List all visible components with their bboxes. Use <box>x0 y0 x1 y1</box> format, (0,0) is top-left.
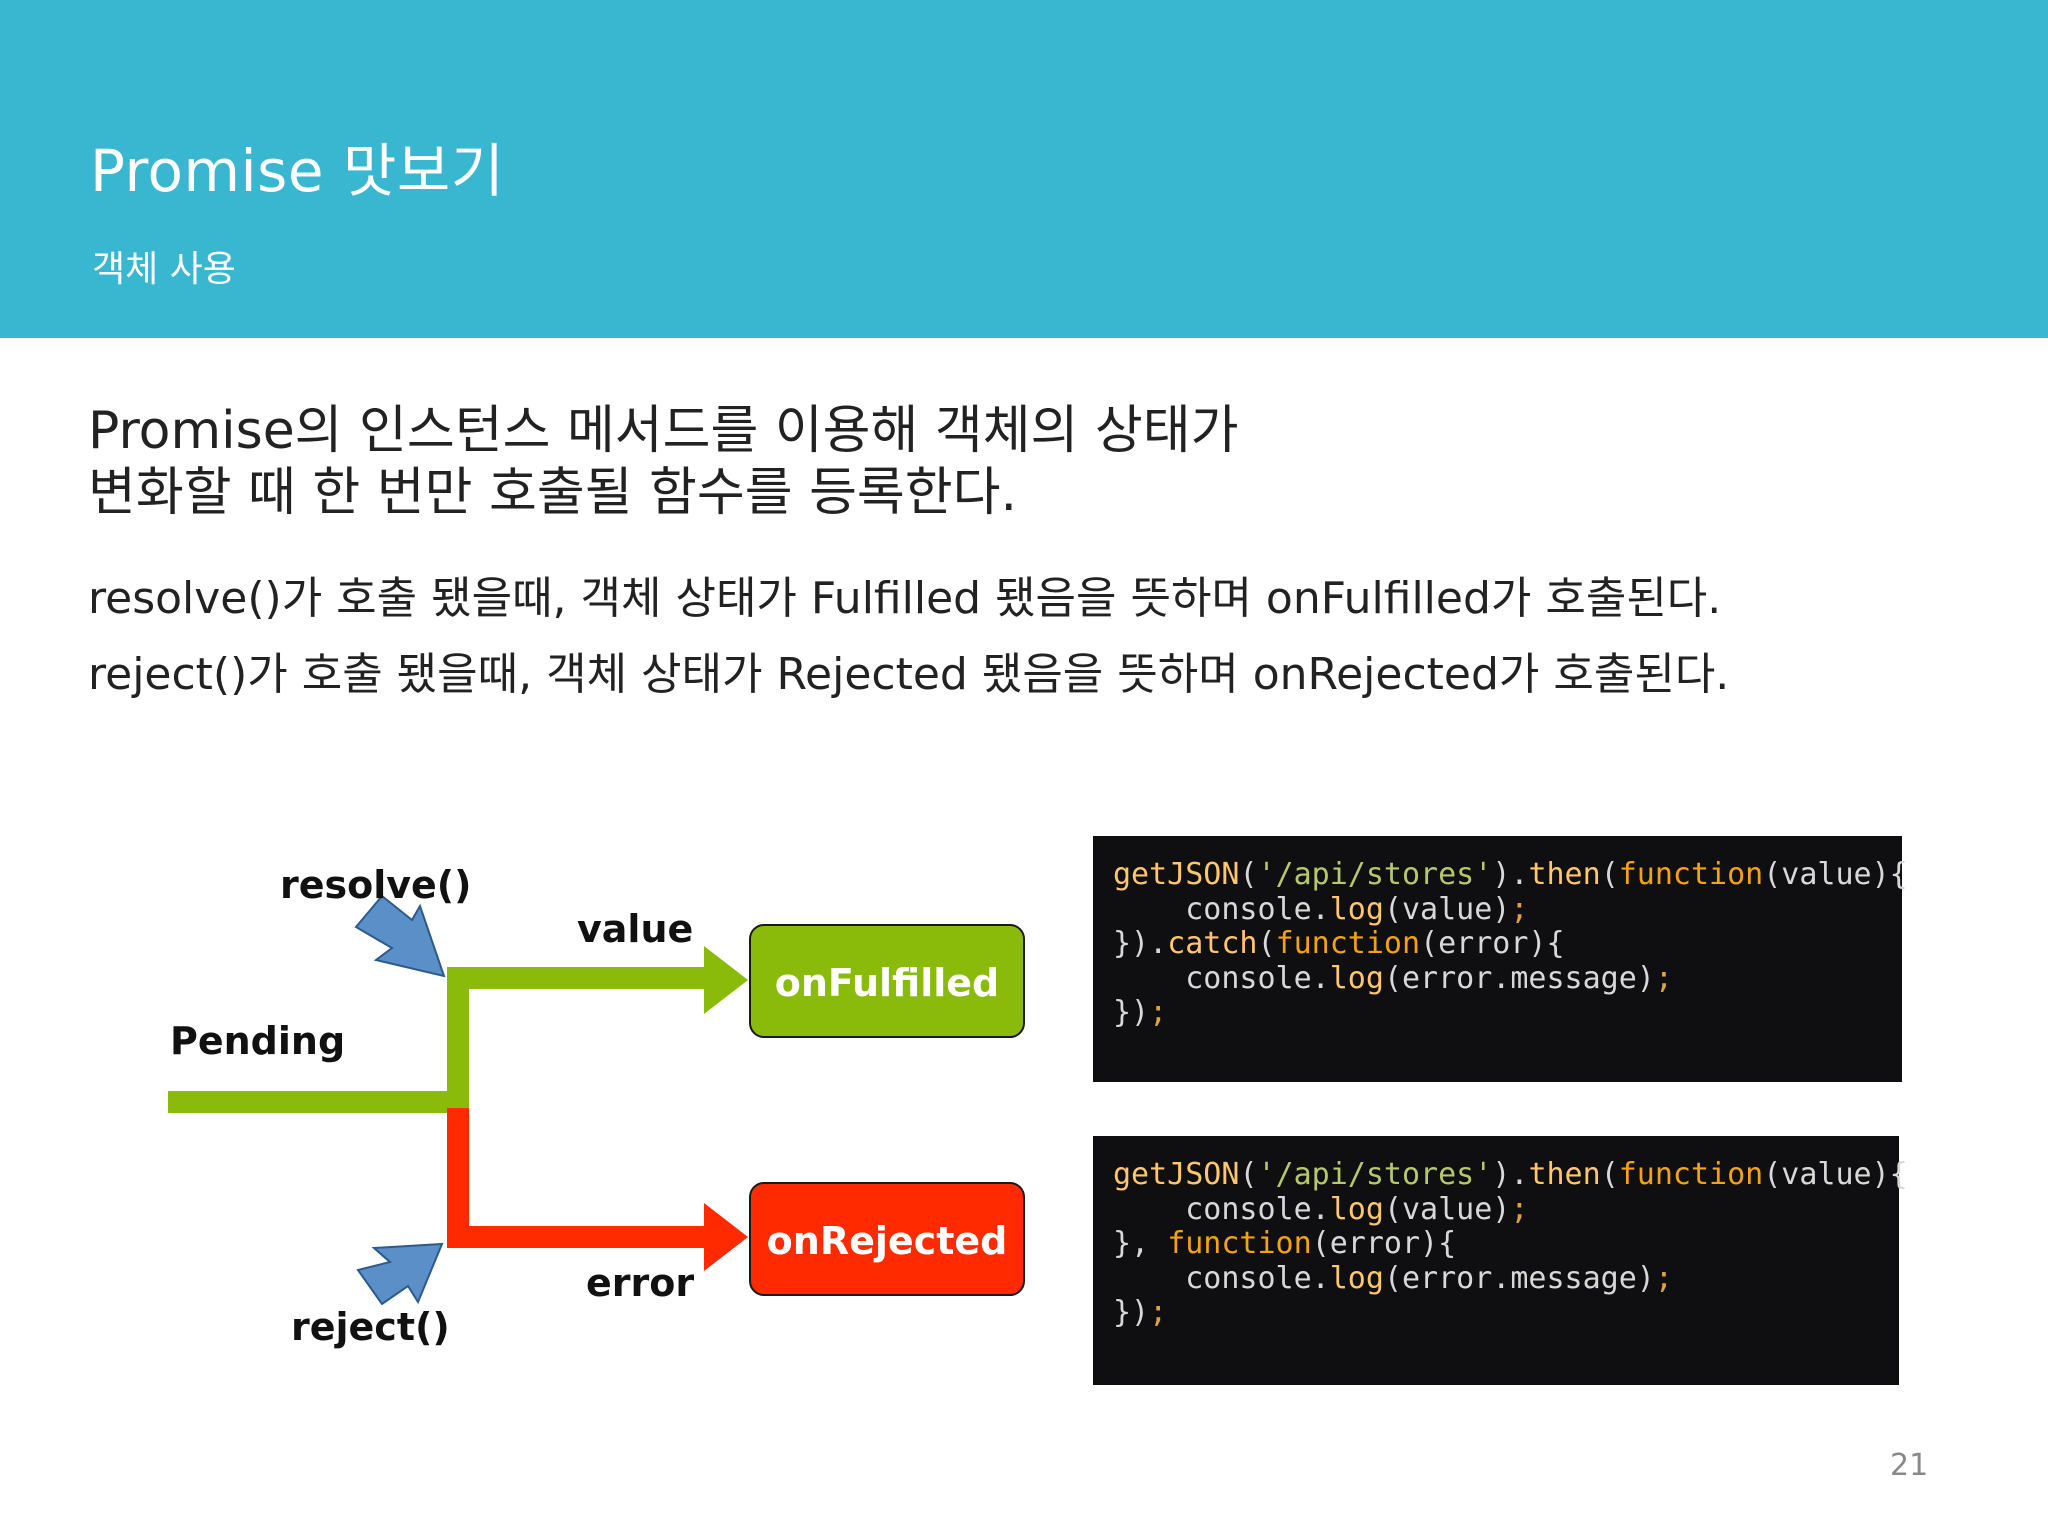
code-token: function <box>1275 926 1421 961</box>
code-token: log <box>1329 960 1384 996</box>
code-line: }); <box>1113 995 1902 1031</box>
code-token: ; <box>1149 995 1168 1030</box>
code-token: function <box>1618 1157 1764 1192</box>
lead-line-2: 변화할 때 한 번만 호출될 함수를 등록한다. <box>88 463 1017 523</box>
reject-description: reject()가 호출 됐을때, 객체 상태가 Rejected 됐음을 뜻하… <box>88 649 1730 700</box>
code-token: then <box>1528 1157 1601 1192</box>
code-token: ). <box>1492 1157 1529 1192</box>
code-token: }). <box>1113 926 1168 961</box>
lead-line-1: Promise의 인스턴스 메서드를 이용해 객체의 상태가 <box>88 401 1239 461</box>
code-token: ( <box>1257 926 1276 961</box>
error-label: error <box>586 1261 694 1305</box>
code-line: }, function(error){ <box>1113 1226 1899 1262</box>
code-token: then <box>1528 857 1601 892</box>
code-token: ; <box>1510 1191 1529 1227</box>
slide-title: Promise 맛보기 <box>90 137 505 205</box>
code-token: (value) <box>1383 891 1511 927</box>
code-token: console. <box>1113 891 1330 927</box>
code-token: ; <box>1510 891 1529 927</box>
code-token: (value) <box>1383 1191 1511 1227</box>
pending-label: Pending <box>170 1019 345 1063</box>
code-token: log <box>1329 1260 1384 1296</box>
code-token: function <box>1618 857 1764 892</box>
code-token: }, <box>1113 1226 1168 1261</box>
then-two-callbacks-code-block: getJSON('/api/stores').then(function(val… <box>1093 1136 1908 1385</box>
code-token: console. <box>1113 1191 1330 1227</box>
code-token: console. <box>1113 960 1330 996</box>
code-line: }).catch(function(error){ <box>1113 926 1902 962</box>
code-token: ; <box>1149 1295 1168 1330</box>
code-token: (error){ <box>1311 1226 1457 1261</box>
code-token: getJSON <box>1113 1157 1240 1192</box>
code-line: }); <box>1113 1295 1899 1331</box>
code-token: '/api/stores' <box>1257 857 1493 892</box>
lead-paragraph: Promise의 인스턴스 메서드를 이용해 객체의 상태가 변화할 때 한 번… <box>88 400 1238 524</box>
code-line: console.log(value); <box>1113 1191 1899 1228</box>
code-token: ( <box>1600 1157 1619 1192</box>
code-token: ). <box>1492 857 1529 892</box>
resolve-label: resolve() <box>280 863 472 907</box>
code-token: }) <box>1113 1295 1150 1330</box>
code-token: ( <box>1600 857 1619 892</box>
code-token: ( <box>1239 857 1258 892</box>
code-line: console.log(error.message); <box>1113 1260 1899 1297</box>
code-line: getJSON('/api/stores').then(function(val… <box>1113 1157 1908 1193</box>
code-token: (value){ <box>1763 857 1908 892</box>
code-token: (value){ <box>1763 1157 1908 1192</box>
code-token: ; <box>1654 960 1673 996</box>
then-catch-code-block: getJSON('/api/stores').then(function(val… <box>1093 836 1908 1082</box>
rejected-arrowhead <box>704 1203 748 1271</box>
code-token: (error.message) <box>1383 960 1655 996</box>
code-token: }) <box>1113 995 1150 1030</box>
code-token: ; <box>1654 1260 1673 1296</box>
code-token: log <box>1329 1191 1384 1227</box>
page-number: 21 <box>1890 1448 1929 1483</box>
fulfilled-arrowhead <box>704 946 748 1014</box>
code-token: getJSON <box>1113 857 1240 892</box>
onrejected-label: onRejected <box>767 1219 1008 1263</box>
code-token: ( <box>1239 1157 1258 1192</box>
pending-fulfilled-path <box>168 967 708 1113</box>
slide-subtitle: 객체 사용 <box>92 249 236 290</box>
code-line: console.log(value); <box>1113 891 1902 928</box>
code-token: console. <box>1113 1260 1330 1296</box>
code-token: '/api/stores' <box>1257 1157 1493 1192</box>
rejected-path <box>447 1108 708 1248</box>
onfulfilled-label: onFulfilled <box>775 961 1000 1005</box>
value-label: value <box>577 907 693 951</box>
code-token: (error){ <box>1420 926 1565 961</box>
onrejected-box <box>749 1182 1025 1296</box>
code-line: getJSON('/api/stores').then(function(val… <box>1113 857 1908 893</box>
code-line: console.log(error.message); <box>1113 960 1902 997</box>
code-token: catch <box>1167 926 1258 961</box>
code-token: function <box>1167 1226 1312 1261</box>
resolve-pointer-arrow-icon <box>354 894 446 978</box>
reject-pointer-arrow-icon <box>356 1242 444 1306</box>
reject-label: reject() <box>291 1305 450 1349</box>
code-token: log <box>1329 891 1384 927</box>
code-token: (error.message) <box>1383 1260 1655 1296</box>
slide-header: Promise 맛보기 객체 사용 <box>0 0 2048 338</box>
onfulfilled-box <box>749 924 1025 1038</box>
resolve-description: resolve()가 호출 됐을때, 객체 상태가 Fulfilled 됐음을 … <box>88 573 1722 624</box>
